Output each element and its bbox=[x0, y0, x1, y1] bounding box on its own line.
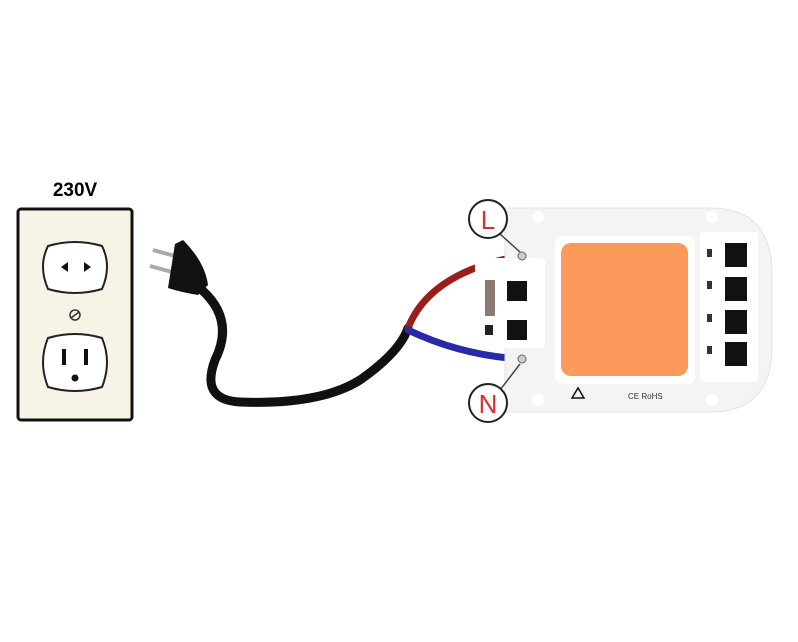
ce-rohs-marking: CE RoHS bbox=[628, 392, 663, 401]
socket-bottom bbox=[42, 333, 108, 392]
live-label: L bbox=[481, 205, 495, 235]
socket-top bbox=[42, 241, 108, 294]
wall-outlet bbox=[16, 207, 134, 422]
warning-icon bbox=[570, 386, 586, 399]
led-chip bbox=[561, 243, 688, 376]
neutral-label-circle bbox=[468, 383, 508, 423]
plug bbox=[149, 240, 208, 295]
voltage-label: 230V bbox=[53, 180, 98, 201]
neutral-label: N bbox=[479, 389, 498, 419]
led-module: CE RoHS bbox=[475, 207, 773, 413]
screw-icon bbox=[69, 309, 81, 321]
power-cable bbox=[197, 285, 413, 407]
live-label-circle bbox=[468, 199, 508, 239]
